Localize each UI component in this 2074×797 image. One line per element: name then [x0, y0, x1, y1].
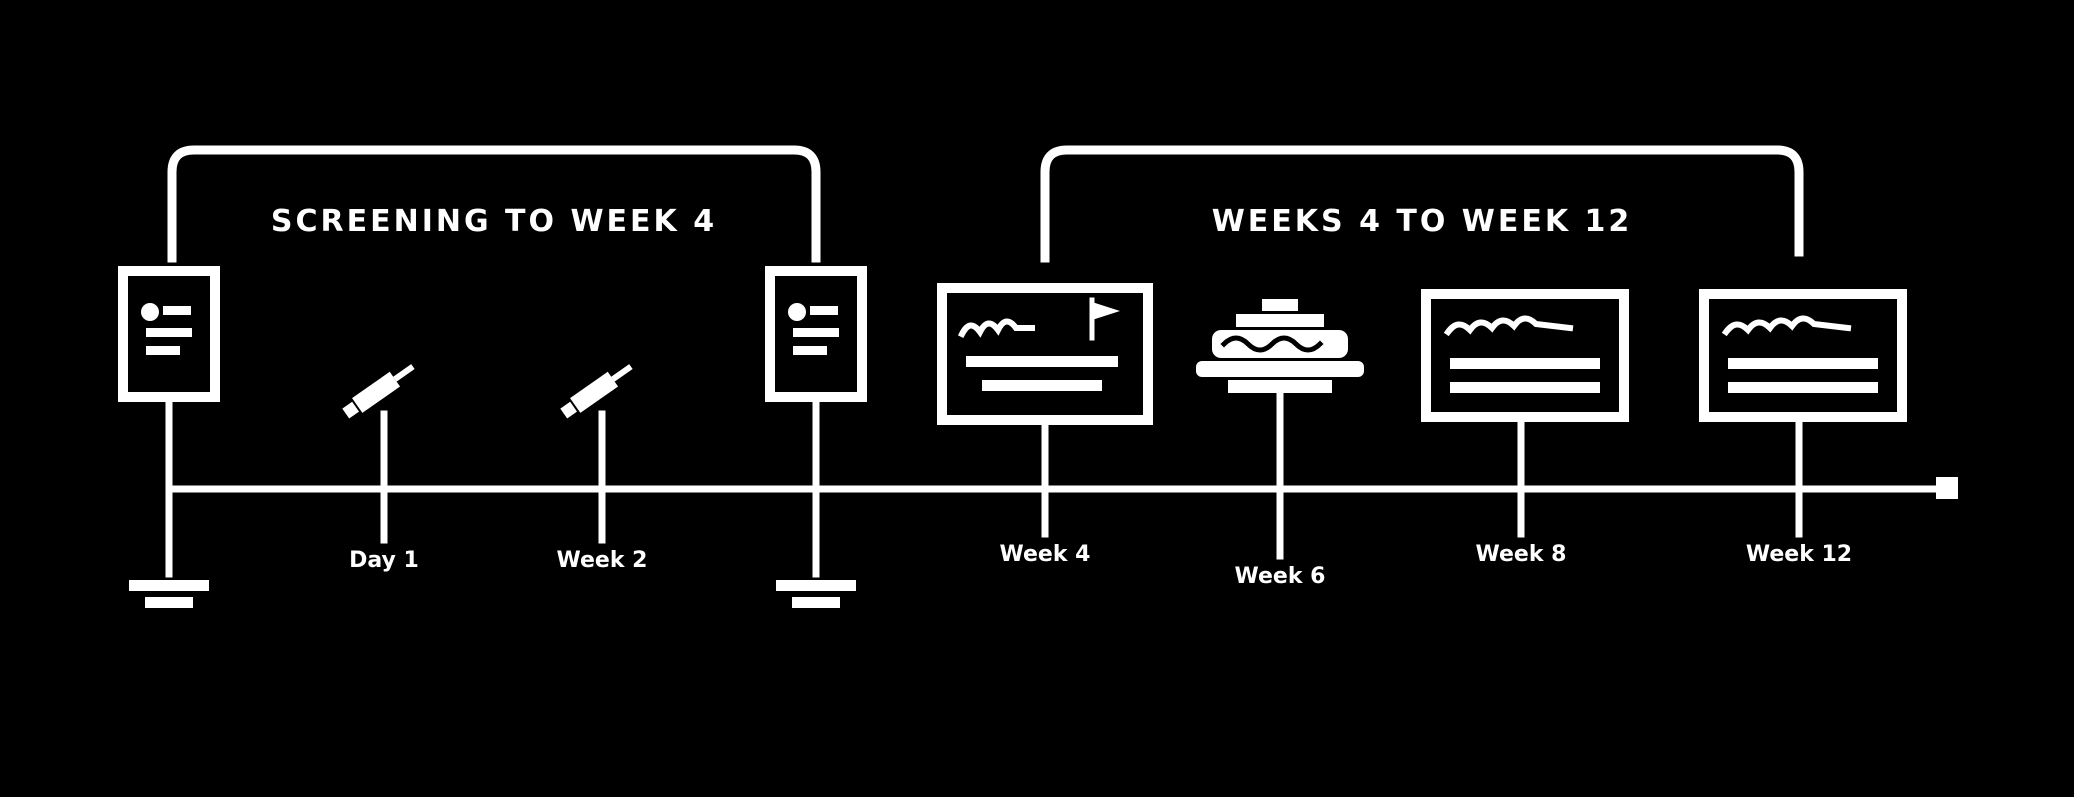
imaging-device-icon — [1196, 299, 1364, 393]
tick-label-6: Week 6 — [1234, 564, 1326, 589]
bracket-2 — [1040, 145, 1804, 263]
bracket-1 — [167, 145, 821, 263]
bracket-2-label: WEEKS 4 TO WEEK 12 — [1211, 204, 1633, 239]
injection-icon — [560, 364, 633, 419]
tick-label-2: Day 1 — [349, 548, 419, 573]
assessment-card-icon — [937, 283, 1153, 425]
report-card-icon — [1421, 289, 1629, 422]
bracket-1-label: SCREENING TO WEEK 4 — [270, 204, 718, 239]
ground-marker-icon — [129, 580, 209, 608]
timeline-arrow-icon — [1936, 477, 1958, 499]
tick-label-7: Week 8 — [1475, 542, 1567, 567]
tick-label-3: Week 2 — [556, 548, 648, 573]
injection-icon — [342, 364, 415, 419]
ground-marker-icon — [776, 580, 856, 608]
tick-label-8: Week 12 — [1745, 542, 1853, 567]
phone-visit-icon — [118, 266, 220, 402]
report-card-icon — [1699, 289, 1907, 422]
tick-label-5: Week 4 — [999, 542, 1091, 567]
phone-visit-icon — [765, 266, 867, 402]
